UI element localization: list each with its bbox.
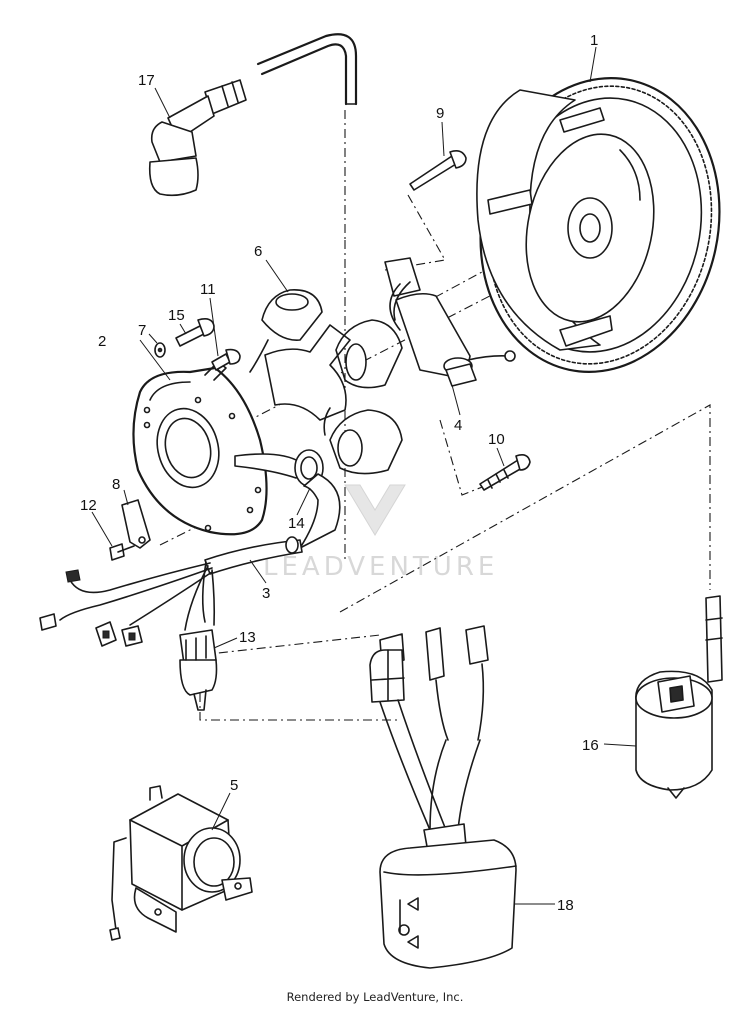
watermark-text: LEADVENTURE bbox=[263, 552, 498, 582]
part-7-washer bbox=[154, 342, 166, 358]
label-part-8: 8 bbox=[112, 476, 120, 493]
watermark: LEADVENTURE bbox=[263, 484, 498, 582]
part-17-spark-plug-cap bbox=[148, 33, 358, 197]
part-12-screw bbox=[109, 543, 135, 561]
part-13-connector bbox=[179, 629, 218, 711]
label-part-17: 17 bbox=[138, 72, 155, 89]
part-18-cdi-unit bbox=[369, 625, 517, 969]
label-part-10: 10 bbox=[488, 431, 505, 448]
part-10-bolt bbox=[479, 454, 531, 491]
label-part-13: 13 bbox=[239, 629, 256, 646]
label-part-7: 7 bbox=[138, 322, 146, 339]
label-part-9: 9 bbox=[436, 105, 444, 122]
part-3-wire-harness bbox=[39, 536, 303, 647]
part-number-labels: 1 2 3 4 5 6 7 8 9 10 11 12 13 14 15 16 1… bbox=[80, 32, 599, 914]
leader-lines bbox=[91, 46, 637, 905]
part-4-pulser-coil bbox=[384, 257, 516, 387]
part-14-grommet bbox=[234, 449, 341, 549]
label-part-16: 16 bbox=[582, 737, 599, 754]
part-2-stator-plate bbox=[132, 361, 268, 536]
part-11-screw bbox=[211, 348, 241, 371]
label-part-12: 12 bbox=[80, 497, 97, 514]
label-part-11: 11 bbox=[200, 281, 216, 298]
label-part-4: 4 bbox=[454, 417, 462, 434]
footer-credit: Rendered by LeadVenture, Inc. bbox=[286, 990, 464, 1004]
part-6-stator-coils bbox=[249, 289, 403, 475]
label-part-14: 14 bbox=[288, 515, 305, 532]
part-8-clamp bbox=[121, 499, 151, 549]
label-part-18: 18 bbox=[557, 897, 574, 914]
label-part-6: 6 bbox=[254, 243, 262, 260]
label-part-3: 3 bbox=[262, 585, 270, 602]
part-1-flywheel bbox=[476, 77, 721, 373]
label-part-15: 15 bbox=[168, 307, 185, 324]
label-part-2: 2 bbox=[98, 333, 106, 350]
label-part-5: 5 bbox=[230, 777, 238, 794]
part-16-ignition-coil bbox=[635, 595, 723, 799]
label-part-1: 1 bbox=[590, 32, 598, 49]
part-5-solenoid bbox=[109, 785, 253, 941]
part-9-screw bbox=[409, 150, 467, 191]
